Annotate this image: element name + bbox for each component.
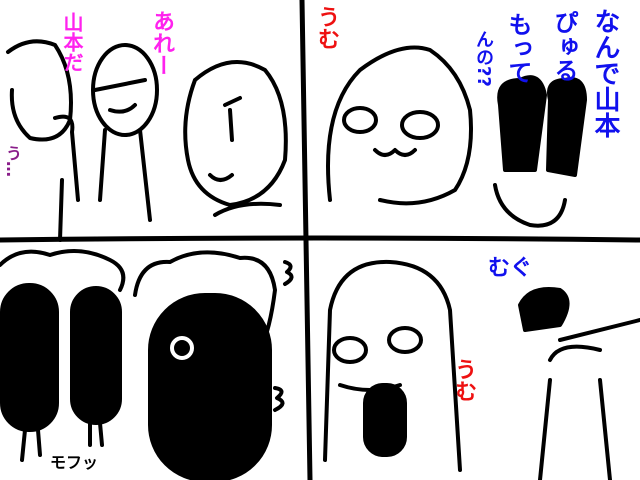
speech-nande-yamamoto: なんで山本 <box>590 8 620 138</box>
sfx-mofu: モフッ <box>50 453 99 472</box>
speech-pyuru: ぴゅる <box>550 10 578 82</box>
speech-are: あれー <box>149 10 174 76</box>
speech-motte: もって <box>504 12 532 84</box>
speech-yamamoto-da: 山本だ <box>60 12 84 72</box>
panel3-characters <box>0 249 294 480</box>
speech-nno: んの?? <box>473 30 494 87</box>
speech-umu-bottom: うむ <box>451 358 476 402</box>
speech-umu-top: うむ <box>318 6 341 53</box>
panel4-characters <box>323 259 640 480</box>
speech-mu: う… <box>3 145 22 177</box>
speech-mugu: むぐ <box>488 256 533 281</box>
panel2-characters <box>326 45 587 228</box>
panel1-characters <box>6 39 288 242</box>
